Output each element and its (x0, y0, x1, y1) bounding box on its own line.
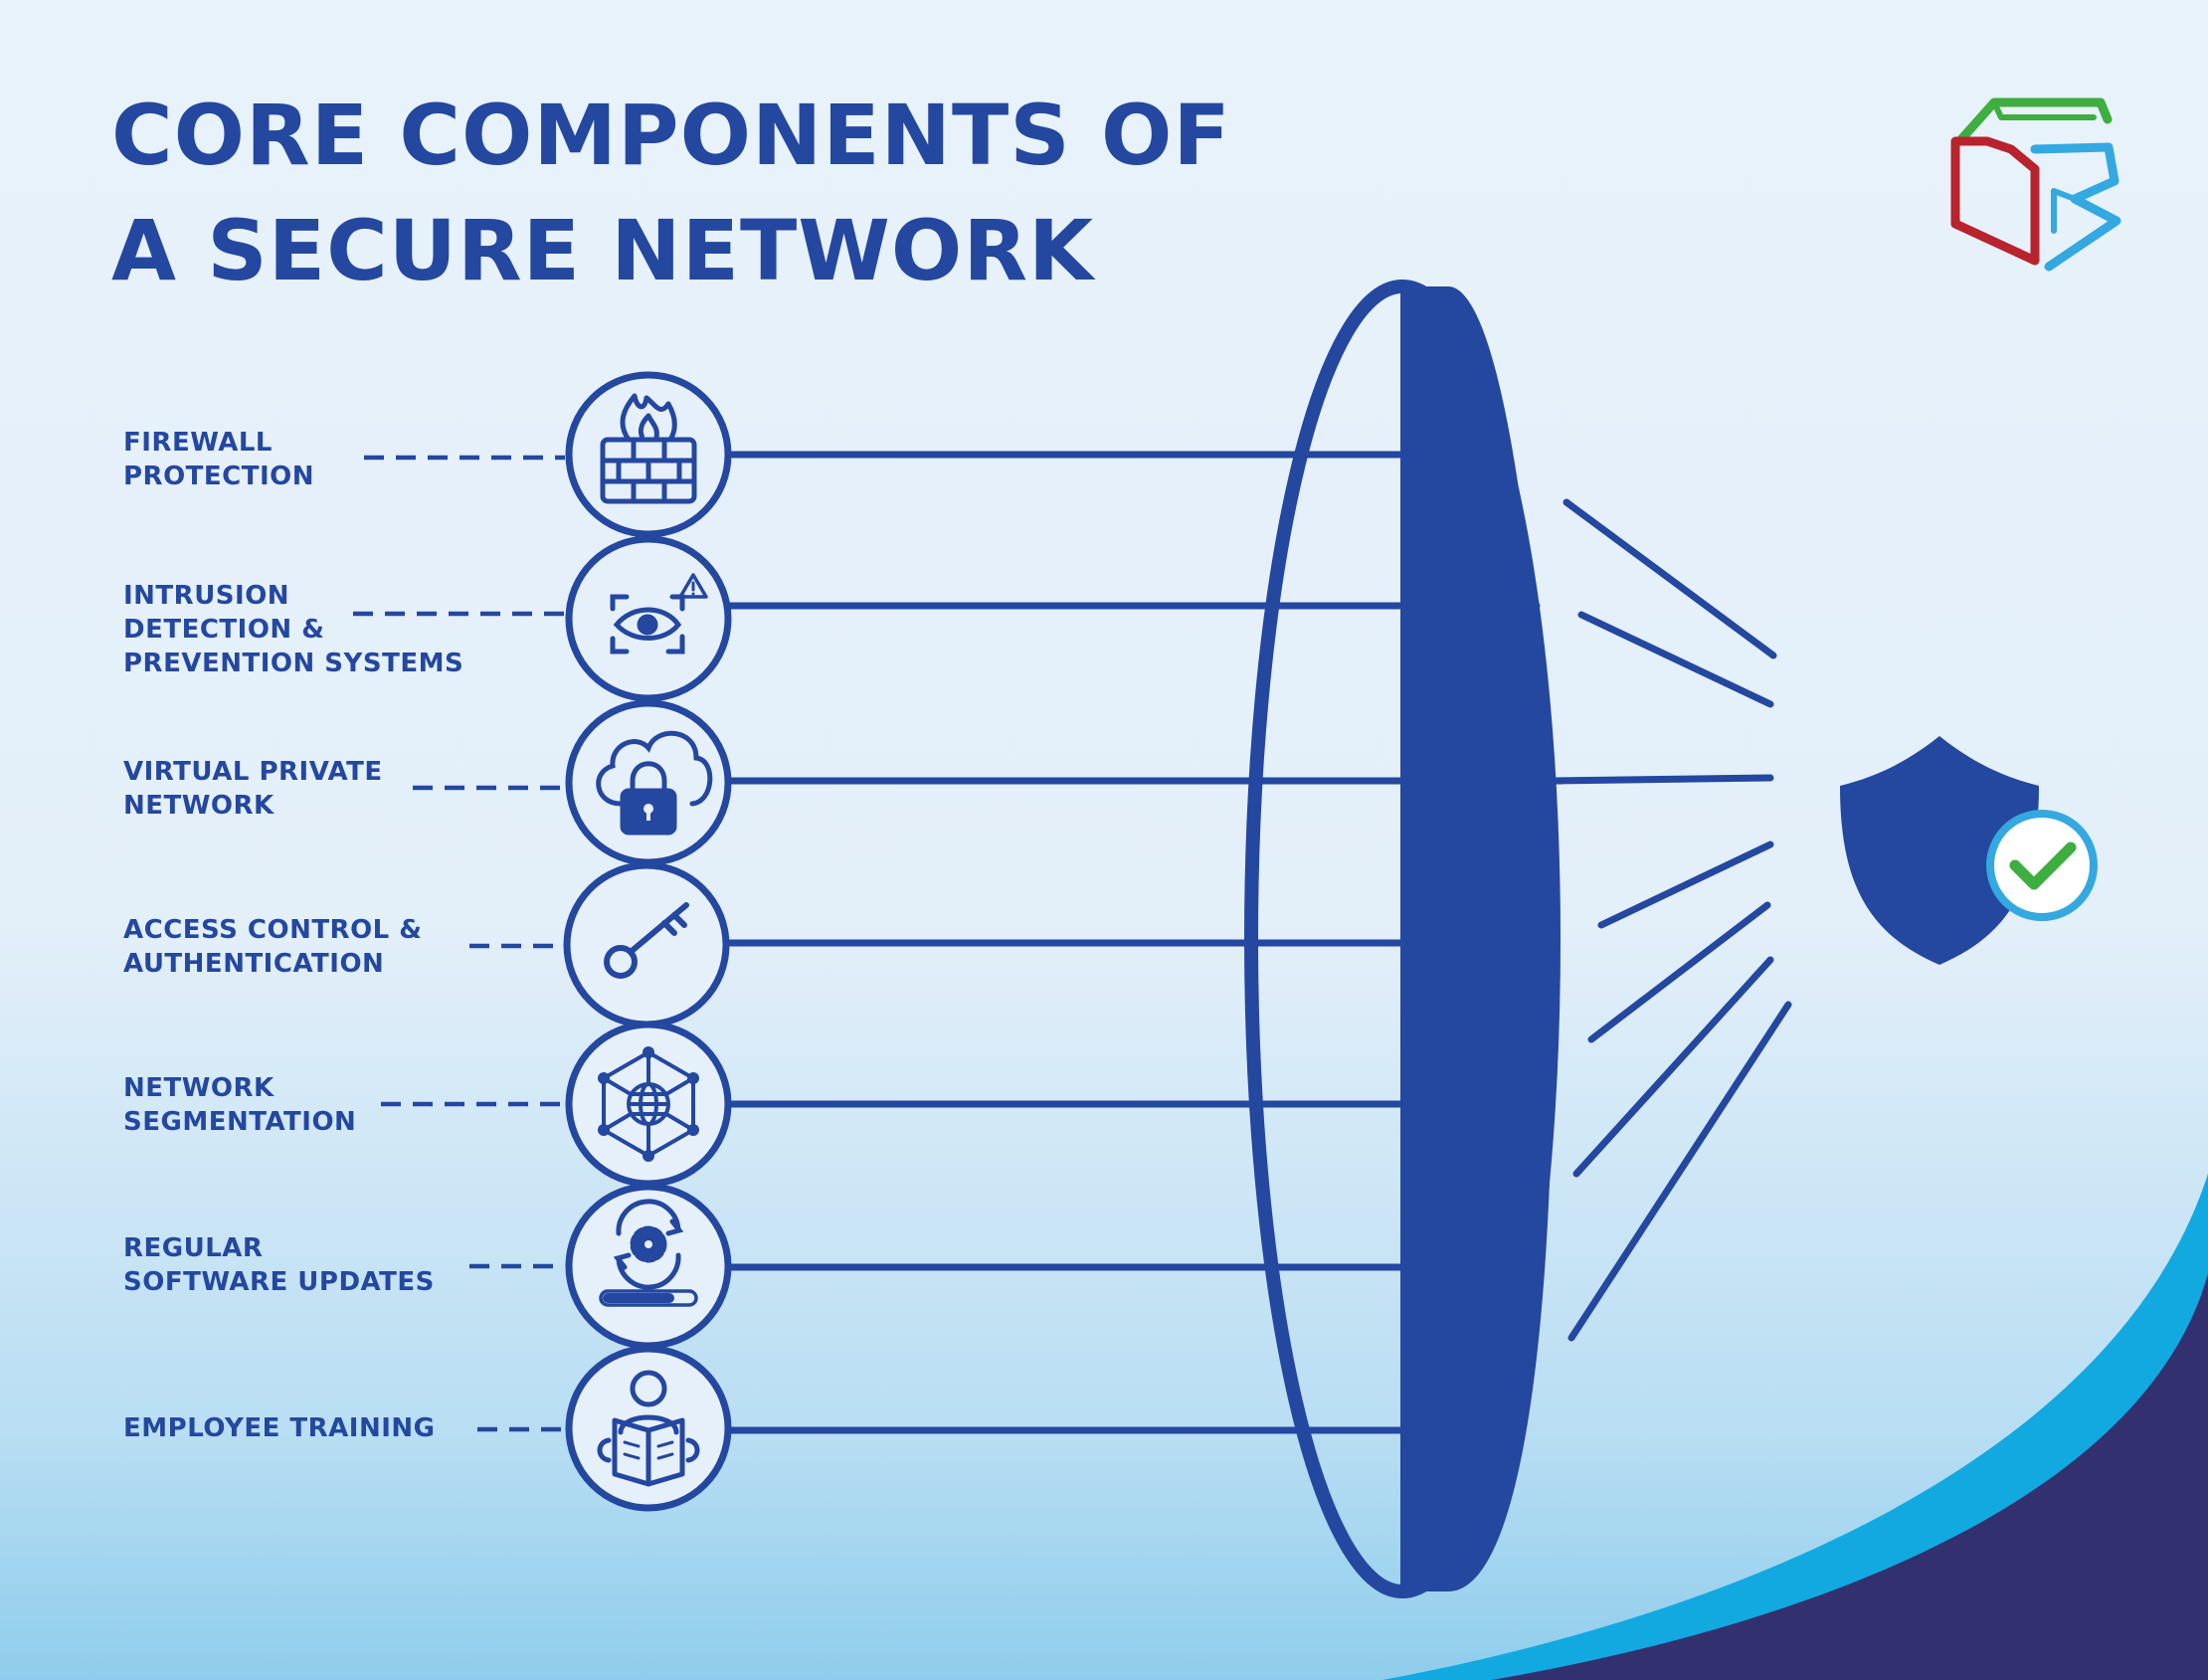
key-icon (604, 902, 689, 979)
label-dash-lines (353, 455, 565, 1432)
label-line: VIRTUAL PRIVATE (123, 757, 383, 787)
company-logo (1950, 97, 2121, 272)
label-software-updates: REGULAR SOFTWARE UPDATES (123, 1231, 435, 1299)
network-globe-icon (598, 1046, 699, 1162)
reading-person-icon (597, 1370, 700, 1487)
converging-rays (1548, 498, 1792, 1342)
gear-update-icon (599, 1199, 698, 1307)
connector-lines (720, 451, 1565, 1434)
label-line: FIREWALL (123, 428, 273, 458)
page-title: CORE COMPONENTS OF A SECURE NETWORK (111, 78, 1231, 308)
label-line: INTRUSION (123, 581, 290, 611)
label-line: PREVENTION SYSTEMS (123, 649, 464, 678)
cloud-lock-icon (596, 730, 713, 836)
label-line: AUTHENTICATION (123, 949, 385, 979)
firewall-icon (600, 393, 697, 504)
label-line: SEGMENTATION (123, 1107, 357, 1137)
label-line: ACCESS CONTROL & (123, 915, 423, 945)
shield-check-icon (1840, 736, 2098, 965)
label-line: EMPLOYEE TRAINING (123, 1413, 436, 1443)
title-line-1: CORE COMPONENTS OF (111, 87, 1231, 184)
corner-swoosh (1382, 1174, 2208, 1680)
label-line: PROTECTION (123, 462, 315, 491)
label-line: NETWORK (123, 1073, 275, 1103)
label-access-control: ACCESS CONTROL & AUTHENTICATION (123, 913, 422, 981)
title-line-2: A SECURE NETWORK (111, 202, 1095, 299)
label-line: SOFTWARE UPDATES (123, 1267, 435, 1297)
label-line: REGULAR (123, 1233, 264, 1263)
label-network-segmentation: NETWORK SEGMENTATION (123, 1071, 356, 1139)
label-line: DETECTION & (123, 615, 325, 645)
label-employee-training: EMPLOYEE TRAINING (123, 1411, 436, 1445)
label-line: NETWORK (123, 791, 275, 821)
label-firewall-protection: FIREWALL PROTECTION (123, 426, 314, 493)
label-intrusion-detection: INTRUSION DETECTION & PREVENTION SYSTEMS (123, 579, 463, 680)
eye-scan-alert-icon (610, 573, 708, 654)
label-virtual-private-network: VIRTUAL PRIVATE NETWORK (123, 755, 383, 823)
funnel-ring (1244, 280, 1561, 1598)
